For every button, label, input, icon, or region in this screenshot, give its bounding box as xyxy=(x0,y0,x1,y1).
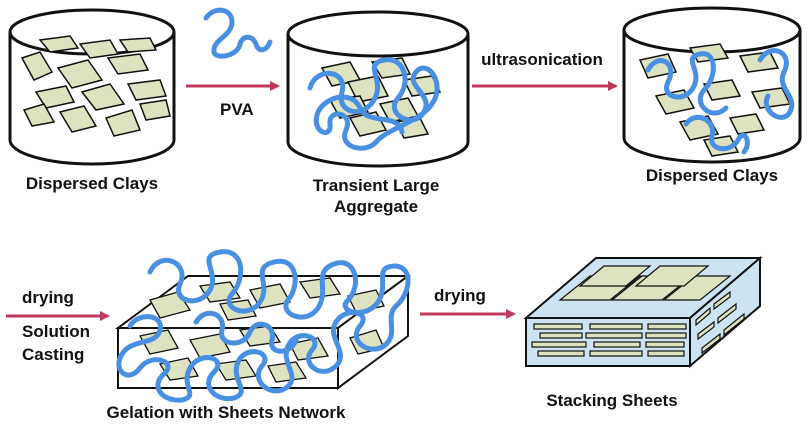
label-stacking: Stacking Sheets xyxy=(546,391,678,410)
clay-sheets-1 xyxy=(20,35,171,137)
polymer-coil-3a xyxy=(645,51,729,116)
label-ultrasonication: ultrasonication xyxy=(481,50,603,69)
pva-polymer-coil xyxy=(203,7,273,59)
label-pva: PVA xyxy=(220,100,254,119)
gel-polymer-network xyxy=(116,249,411,403)
polymer-coil-3c xyxy=(683,114,750,155)
label-dispersed-clays-1: Dispersed Clays xyxy=(25,174,159,193)
gel-block xyxy=(114,249,412,403)
beaker-transient-aggregate xyxy=(286,10,470,168)
beaker-dispersed-clays-1 xyxy=(8,8,176,166)
stacked-sheets-block xyxy=(523,255,763,369)
label-gelation: Gelation with Sheets Network xyxy=(106,403,346,422)
label-solution-line1: Solution xyxy=(22,322,90,341)
polymer-coil-3b xyxy=(757,48,795,120)
label-drying-2: drying xyxy=(434,286,486,305)
beaker-dispersed-clays-2 xyxy=(622,6,802,164)
label-transient-line2: Aggregate xyxy=(333,197,419,216)
polymer-tangle-2 xyxy=(307,57,440,151)
gel-polymer-extra xyxy=(193,310,299,354)
label-solution-line2: Casting xyxy=(22,345,85,364)
stack-sheet-layers xyxy=(531,265,745,357)
label-drying-1: drying xyxy=(22,288,74,307)
label-transient-line1: Transient Large xyxy=(312,176,440,195)
label-dispersed-clays-2: Dispersed Clays xyxy=(645,166,779,185)
